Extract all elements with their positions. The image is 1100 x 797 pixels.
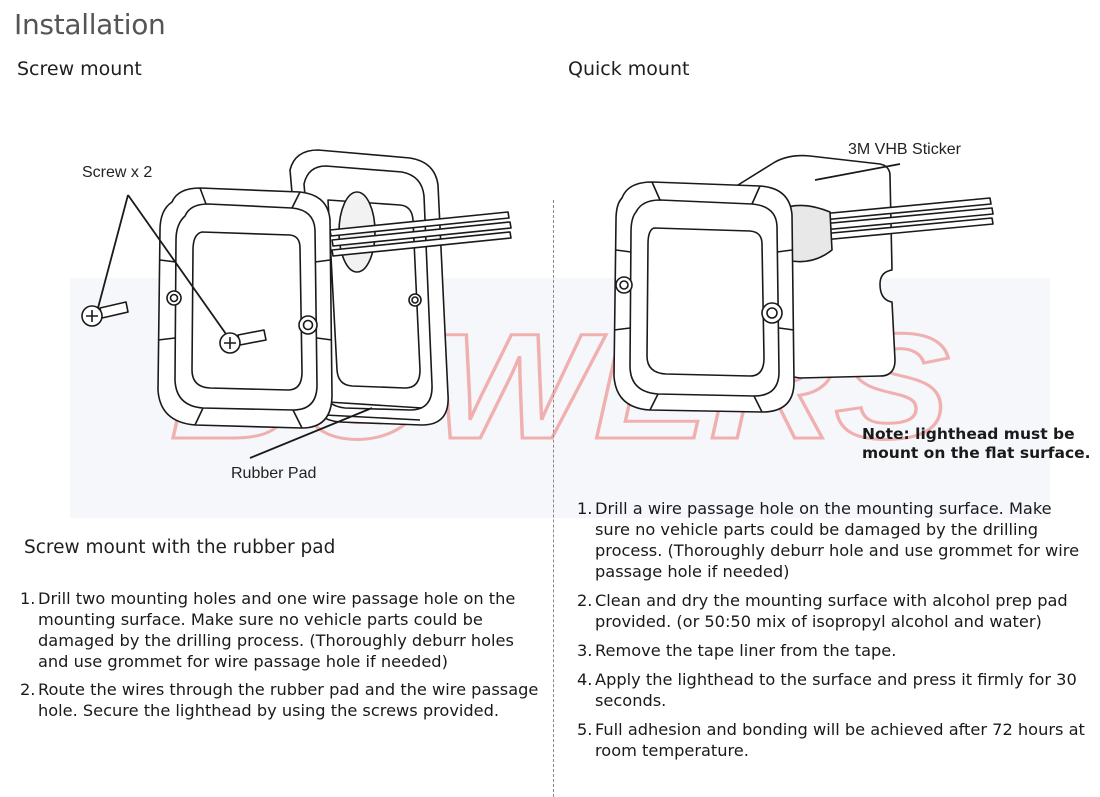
step-text: Full adhesion and bonding will be achiev… [595, 720, 1085, 760]
leader-lines [97, 194, 373, 459]
screw-mount-heading: Screw mount [17, 58, 142, 80]
step-text: Clean and dry the mounting surface with … [595, 591, 1068, 631]
page-title: Installation [14, 8, 166, 41]
step-text: Apply the lighthead to the surface and p… [595, 670, 1077, 710]
screw-mount-diagram [81, 149, 512, 459]
step-number: 3. [577, 641, 593, 660]
mounting-note: Note: lighthead must be mount on the fla… [862, 425, 1091, 463]
step-number: 2. [577, 591, 593, 610]
screw-label: Screw x 2 [82, 164, 153, 181]
list-item: 2.Route the wires through the rubber pad… [20, 679, 540, 721]
step-number: 5. [577, 720, 593, 739]
list-item: 1.Drill a wire passage hole on the mount… [577, 498, 1087, 582]
quick-mount-heading: Quick mount [568, 58, 690, 80]
rubber-pad-label: Rubber Pad [231, 465, 317, 482]
list-item: 5.Full adhesion and bonding will be achi… [577, 719, 1087, 761]
list-item: 4.Apply the lighthead to the surface and… [577, 669, 1087, 711]
sticker-label: 3M VHB Sticker [848, 141, 961, 158]
step-number: 1. [20, 589, 36, 608]
lighthead [613, 181, 795, 413]
screw-icon [81, 301, 129, 327]
step-number: 4. [577, 670, 593, 689]
list-item: 1.Drill two mounting holes and one wire … [20, 588, 540, 672]
screw-mount-subheading: Screw mount with the rubber pad [24, 537, 336, 558]
quick-mount-steps: 1.Drill a wire passage hole on the mount… [577, 498, 1087, 769]
column-divider [553, 200, 554, 797]
leader-lines [814, 163, 901, 181]
step-text: Route the wires through the rubber pad a… [38, 680, 539, 720]
step-text: Drill a wire passage hole on the mountin… [595, 499, 1080, 581]
note-line: Note: lighthead must be [862, 425, 1075, 443]
step-text: Drill two mounting holes and one wire pa… [38, 589, 516, 671]
step-number: 2. [20, 680, 36, 699]
list-item: 2.Clean and dry the mounting surface wit… [577, 590, 1087, 632]
step-text: Remove the tape liner from the tape. [595, 641, 897, 660]
step-number: 1. [577, 499, 593, 518]
screw-mount-steps: 1.Drill two mounting holes and one wire … [20, 588, 540, 728]
lighthead [157, 187, 333, 429]
note-line: mount on the flat surface. [862, 444, 1091, 462]
screw-icon [219, 329, 267, 354]
list-item: 3.Remove the tape liner from the tape. [577, 640, 1087, 661]
quick-mount-diagram [613, 154, 994, 413]
wire-bundle [329, 211, 512, 257]
